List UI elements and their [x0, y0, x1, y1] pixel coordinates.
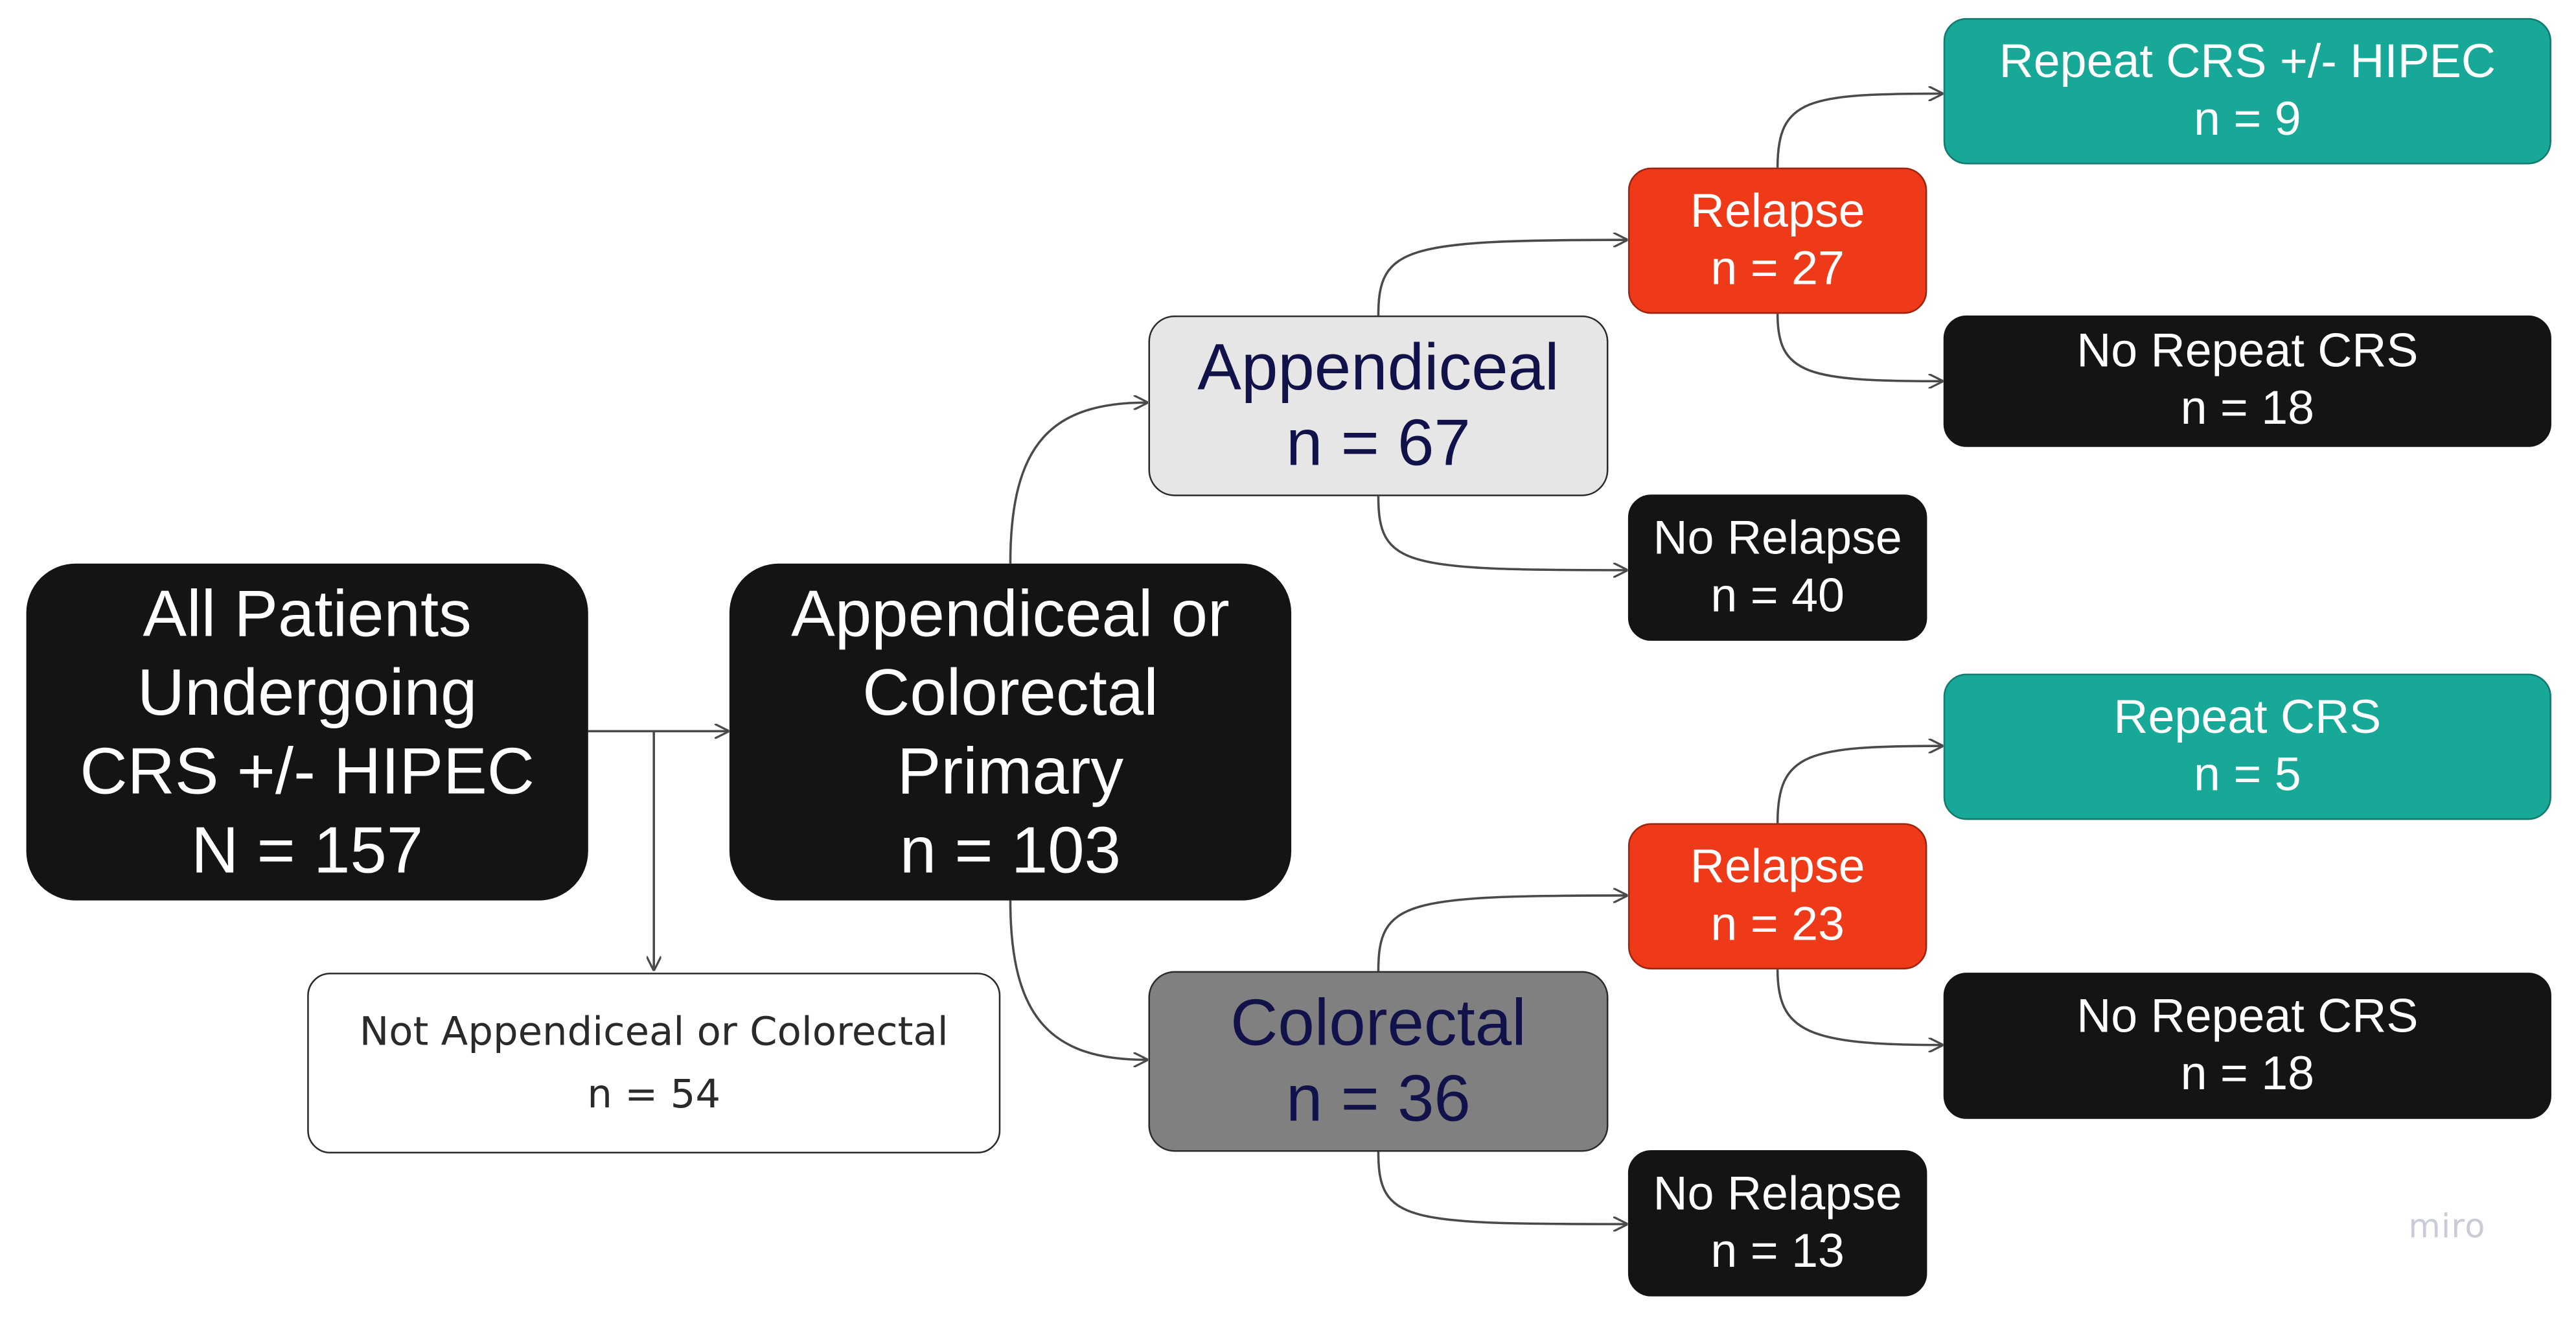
node-not-ac-label: Not Appendiceal or Colorectal [359, 1008, 949, 1055]
node-colorectal: Colorectal n = 36 [1148, 971, 1609, 1152]
node-colorectal-relapse-count: n = 23 [1710, 897, 1845, 951]
node-colorectal-no-relapse: No Relapse n = 13 [1627, 1150, 1927, 1297]
node-colorectal-label: Colorectal [1230, 987, 1526, 1060]
node-not-ac-count: n = 54 [587, 1071, 721, 1118]
node-colorectal-repeat-crs: Repeat CRS n = 5 [1943, 673, 2551, 820]
connector-primary-to-colorectal [1009, 900, 1146, 1060]
connector-colorectal-to-relapse [1377, 896, 1626, 971]
node-appendiceal-relapse: Relapse n = 27 [1627, 167, 1927, 314]
connector-relapse2-to-repeat [1776, 746, 1942, 824]
node-all-patients: All Patients Undergoing CRS +/- HIPEC N … [26, 563, 588, 901]
node-primary-count: n = 103 [899, 814, 1121, 887]
node-appendiceal-no-relapse-count: n = 40 [1710, 569, 1845, 622]
node-colorectal-no-relapse-count: n = 13 [1710, 1225, 1845, 1278]
node-primary-line-1: Appendiceal or [791, 577, 1230, 650]
node-appendiceal-count: n = 67 [1286, 407, 1471, 480]
node-colorectal-no-repeat-count: n = 18 [2180, 1047, 2315, 1100]
node-colorectal-no-repeat-crs: No Repeat CRS n = 18 [1943, 973, 2551, 1119]
node-appendiceal-no-repeat-label: No Repeat CRS [2076, 325, 2419, 378]
miro-watermark: miro [2408, 1206, 2486, 1246]
node-colorectal-count: n = 36 [1286, 1063, 1471, 1136]
node-appendiceal-no-relapse: No Relapse n = 40 [1627, 494, 1927, 641]
node-colorectal-repeat-count: n = 5 [2194, 748, 2301, 802]
node-appendiceal-or-colorectal-primary: Appendiceal or Colorectal Primary n = 10… [729, 563, 1292, 901]
node-colorectal-repeat-label: Repeat CRS [2113, 691, 2382, 744]
node-appendiceal-no-relapse-label: No Relapse [1653, 511, 1902, 565]
node-appendiceal-label: Appendiceal [1197, 332, 1559, 404]
node-appendiceal-no-repeat-crs: No Repeat CRS n = 18 [1943, 315, 2551, 447]
node-colorectal-relapse: Relapse n = 23 [1627, 823, 1927, 970]
node-appendiceal-no-repeat-count: n = 18 [2180, 382, 2315, 435]
connector-relapse2-to-no-repeat [1776, 969, 1942, 1045]
connector-appendiceal-to-relapse [1377, 240, 1626, 316]
connector-relapse1-to-repeat [1776, 94, 1942, 168]
node-appendiceal-repeat-crs: Repeat CRS +/- HIPEC n = 9 [1943, 17, 2551, 165]
node-all-patients-line-2: Undergoing [137, 656, 477, 729]
connector-primary-to-appendiceal [1009, 402, 1146, 564]
connector-relapse1-to-no-repeat [1776, 314, 1942, 381]
node-primary-line-3: Primary [897, 735, 1124, 808]
node-appendiceal-relapse-label: Relapse [1690, 185, 1865, 238]
node-all-patients-line-3: CRS +/- HIPEC [80, 735, 535, 808]
node-colorectal-relapse-label: Relapse [1690, 840, 1865, 894]
node-appendiceal: Appendiceal n = 67 [1148, 315, 1609, 496]
node-all-patients-line-1: All Patients [143, 577, 472, 650]
node-appendiceal-relapse-count: n = 27 [1710, 242, 1845, 295]
node-colorectal-no-repeat-label: No Repeat CRS [2076, 989, 2419, 1043]
connector-colorectal-to-no-relapse [1377, 1151, 1626, 1225]
node-colorectal-no-relapse-label: No Relapse [1653, 1167, 1902, 1220]
node-not-appendiceal-or-colorectal: Not Appendiceal or Colorectal n = 54 [307, 973, 1001, 1154]
node-all-patients-count: N = 157 [191, 814, 424, 887]
node-appendiceal-repeat-label: Repeat CRS +/- HIPEC [1999, 35, 2496, 88]
node-appendiceal-repeat-count: n = 9 [2194, 93, 2301, 146]
connector-appendiceal-to-no-relapse [1377, 496, 1626, 570]
node-primary-line-2: Colorectal [862, 656, 1158, 729]
